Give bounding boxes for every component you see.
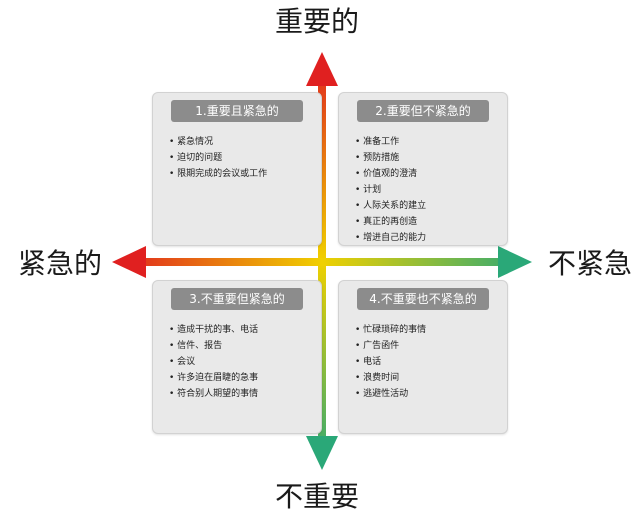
quadrant-list: 准备工作 预防措施 价值观的澄清 计划 人际关系的建立 真正的再创造 增进自己的…	[339, 134, 507, 246]
list-item: 限期完成的会议或工作	[169, 166, 321, 182]
list-item: 浪费时间	[355, 370, 507, 386]
quadrant-title: 2.重要但不紧急的	[357, 100, 489, 122]
list-item: 准备工作	[355, 134, 507, 150]
list-item: 预防措施	[355, 150, 507, 166]
label-not-urgent: 不紧急	[548, 247, 633, 280]
quadrant-list: 忙碌琐碎的事情 广告函件 电话 浪费时间 逃避性活动	[339, 322, 507, 402]
list-item: 信件、报告	[169, 338, 321, 354]
quadrant-important-not-urgent: 2.重要但不紧急的 准备工作 预防措施 价值观的澄清 计划 人际关系的建立 真正…	[338, 92, 508, 246]
horizontal-axis	[144, 258, 500, 266]
list-item: 许多迫在眉睫的急事	[169, 370, 321, 386]
arrow-right-icon	[498, 246, 532, 278]
list-item: 忙碌琐碎的事情	[355, 322, 507, 338]
quadrant-title: 3.不重要但紧急的	[171, 288, 303, 310]
list-item: 增进自己的能力	[355, 230, 507, 246]
list-item: 紧急情况	[169, 134, 321, 150]
list-item: 迫切的问题	[169, 150, 321, 166]
quadrant-important-urgent: 1.重要且紧急的 紧急情况 迫切的问题 限期完成的会议或工作	[152, 92, 322, 246]
list-item: 价值观的澄清	[355, 166, 507, 182]
list-item: 广告函件	[355, 338, 507, 354]
list-item: 逃避性活动	[355, 386, 507, 402]
list-item: 电话	[355, 354, 507, 370]
quadrant-not-important-urgent: 3.不重要但紧急的 造成干扰的事、电话 信件、报告 会议 许多迫在眉睫的急事 符…	[152, 280, 322, 434]
label-not-important: 不重要	[275, 480, 360, 513]
list-item: 符合别人期望的事情	[169, 386, 321, 402]
list-item: 人际关系的建立	[355, 198, 507, 214]
list-item: 会议	[169, 354, 321, 370]
list-item: 造成干扰的事、电话	[169, 322, 321, 338]
label-urgent: 紧急的	[18, 247, 103, 280]
list-item: 计划	[355, 182, 507, 198]
quadrant-list: 造成干扰的事、电话 信件、报告 会议 许多迫在眉睫的急事 符合别人期望的事情	[153, 322, 321, 402]
list-item: 真正的再创造	[355, 214, 507, 230]
quadrant-title: 1.重要且紧急的	[171, 100, 303, 122]
arrow-up-icon	[306, 52, 338, 86]
quadrant-title: 4.不重要也不紧急的	[357, 288, 489, 310]
arrow-left-icon	[112, 246, 146, 278]
quadrant-list: 紧急情况 迫切的问题 限期完成的会议或工作	[153, 134, 321, 182]
quadrant-not-important-not-urgent: 4.不重要也不紧急的 忙碌琐碎的事情 广告函件 电话 浪费时间 逃避性活动	[338, 280, 508, 434]
label-important: 重要的	[275, 5, 360, 38]
arrow-down-icon	[306, 436, 338, 470]
